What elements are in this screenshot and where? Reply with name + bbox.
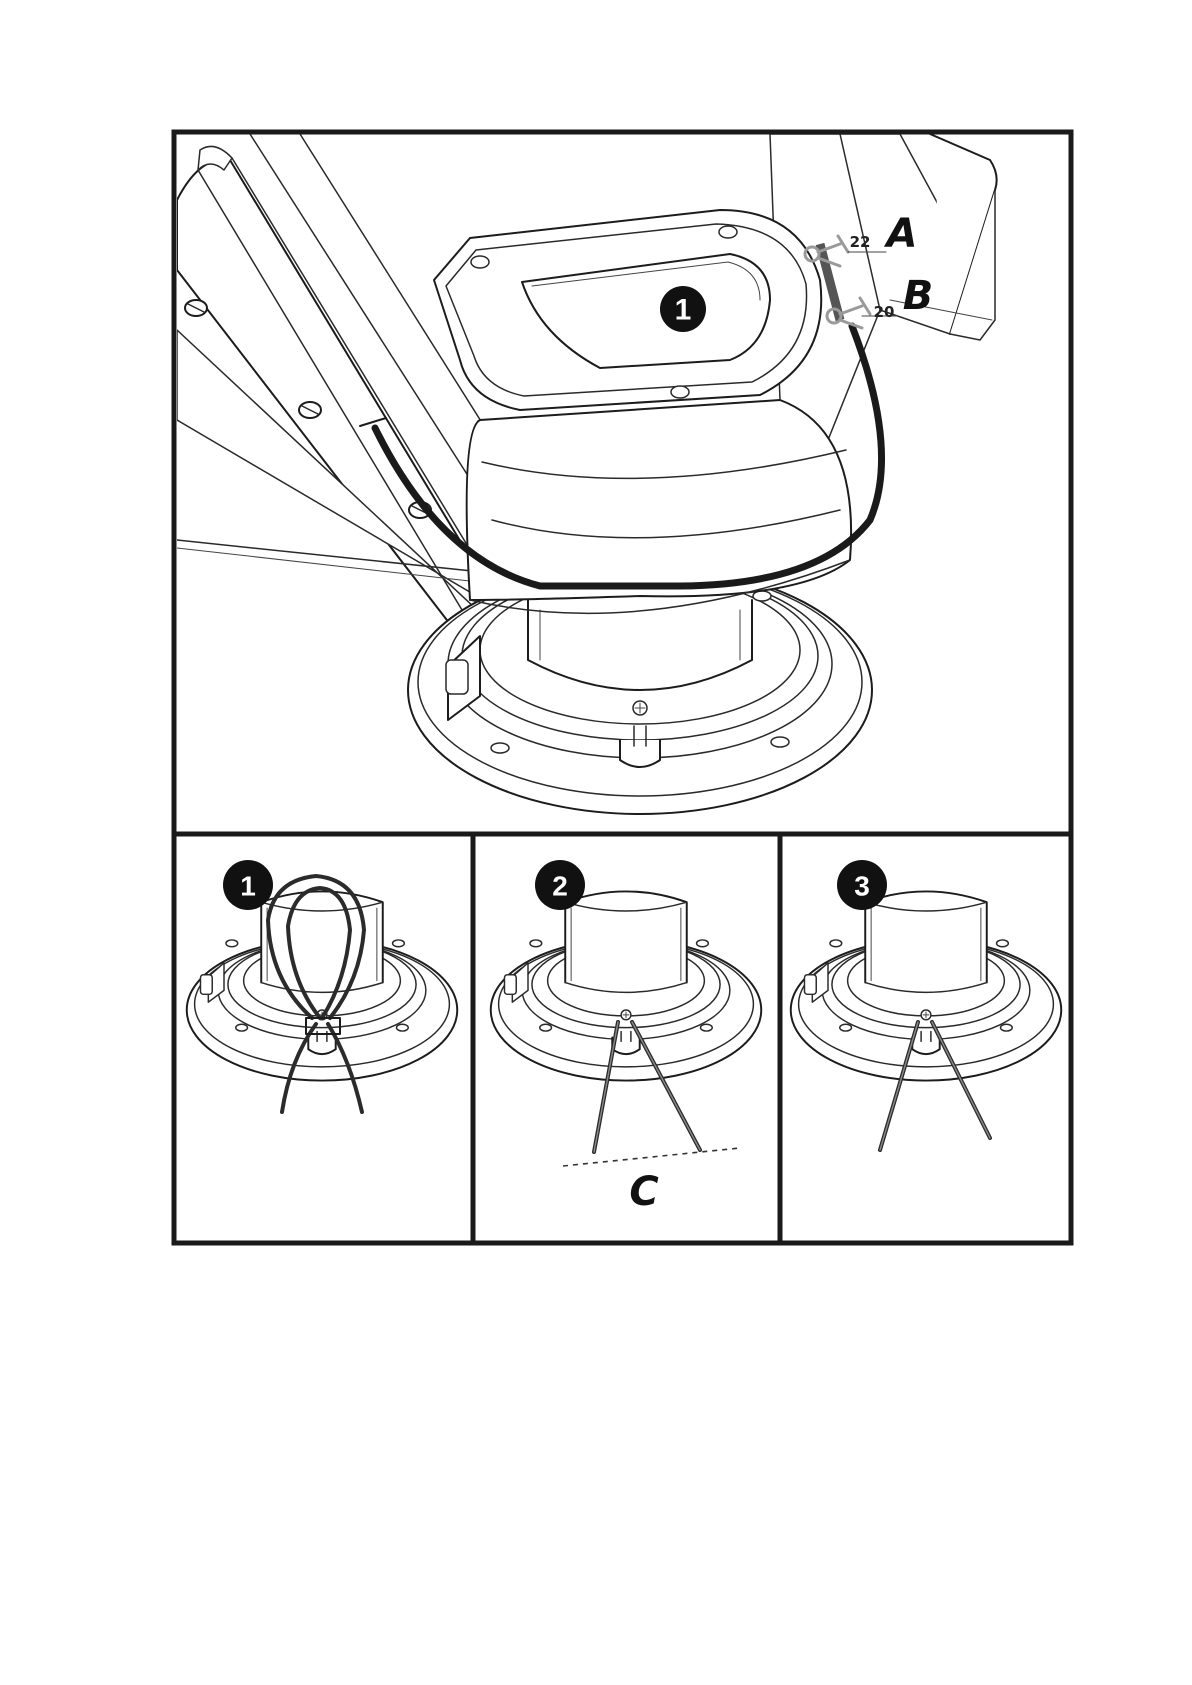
step-number: 1	[675, 294, 692, 327]
step-badge: 3	[837, 860, 887, 910]
step-number: 3	[854, 871, 870, 902]
cut-letter-b: B	[903, 273, 934, 319]
step-number: 2	[552, 871, 568, 902]
main-view-drawing	[177, 134, 997, 814]
cut-letter-a: A	[884, 211, 918, 257]
step-number: 1	[240, 871, 256, 902]
cut-measure-a: 22	[850, 233, 871, 251]
cut-measure-b: 20	[874, 303, 895, 321]
step-panel-2	[491, 891, 761, 1166]
step-badge: 1	[660, 286, 706, 332]
cut-line-label: C	[629, 1169, 658, 1215]
step-panel-1	[187, 876, 457, 1112]
step-badge: 2	[535, 860, 585, 910]
step-badge: 1	[223, 860, 273, 910]
step-panel-3	[791, 891, 1061, 1150]
